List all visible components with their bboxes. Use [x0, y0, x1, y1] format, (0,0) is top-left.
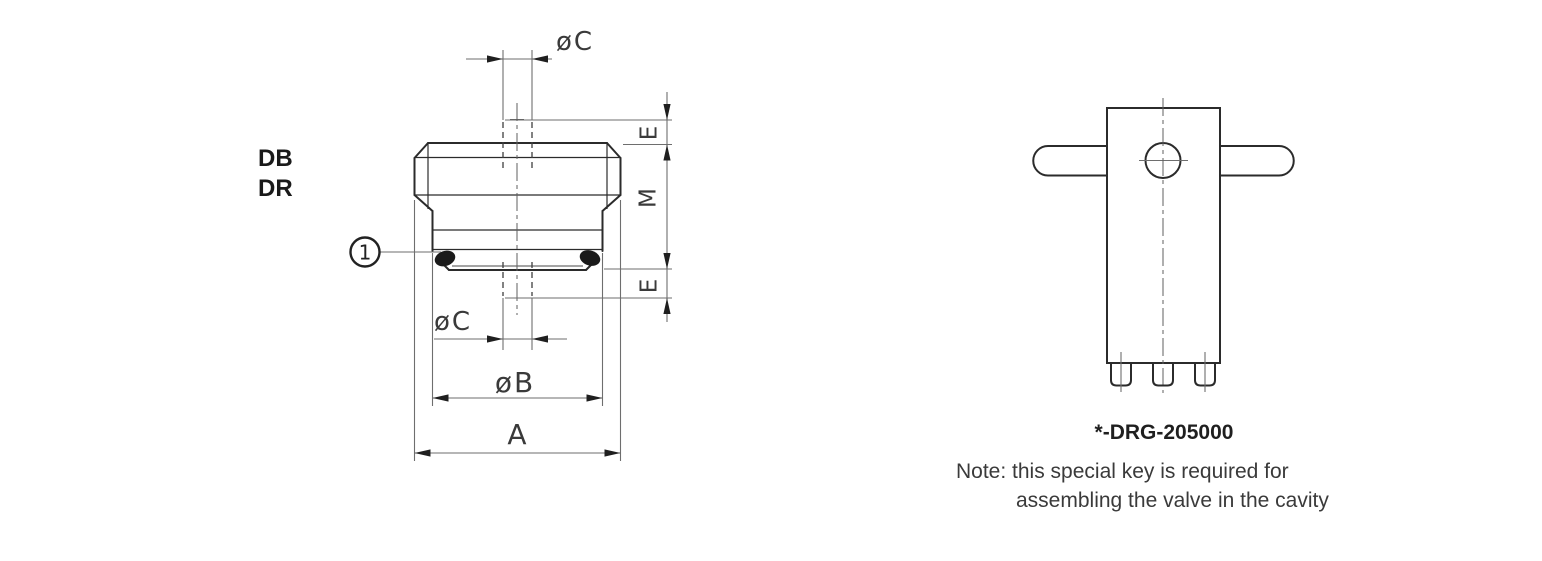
- dim-a: A: [413, 200, 622, 461]
- key-prongs: [1110, 352, 1216, 392]
- dim-label-dia-c-bottom: øC: [434, 307, 472, 337]
- balloon-callout-1: 1: [349, 236, 441, 268]
- dim-e-m-e-chain: E M E: [505, 92, 672, 322]
- dim-label-m: M: [636, 186, 662, 208]
- key-part-number: *-DRG-205000: [1095, 421, 1234, 444]
- o-ring-seal: [434, 250, 601, 267]
- balloon-number: 1: [359, 241, 372, 265]
- dim-label-e-bottom: E: [637, 277, 663, 294]
- valve-plug-drawing: øC E M E: [258, 27, 672, 461]
- valve-centerline: [510, 103, 524, 315]
- key-note-line1: Note: this special key is required for: [956, 460, 1289, 483]
- key-handle-left: [1032, 145, 1108, 177]
- balloon-circle: [349, 236, 381, 268]
- dim-label-dia-c-top: øC: [556, 27, 594, 57]
- dim-dia-b: øB: [431, 253, 604, 406]
- key-note-line2: assembling the valve in the cavity: [1016, 489, 1329, 512]
- hidden-hole-lines: [502, 122, 533, 296]
- dim-dia-c-bottom: øC: [434, 298, 567, 350]
- key-handle-right: [1219, 145, 1295, 177]
- dim-label-dia-b: øB: [495, 366, 535, 399]
- key-note: Note: this special key is required for a…: [956, 460, 1329, 512]
- assembly-key-drawing: *-DRG-205000 Note: this special key is r…: [956, 98, 1329, 512]
- dim-label-a: A: [507, 418, 528, 451]
- dim-label-e-top: E: [637, 124, 663, 141]
- model-label-dr: DR: [258, 175, 293, 202]
- model-labels: DB DR: [258, 145, 293, 202]
- dim-dia-c-top: øC: [466, 27, 594, 120]
- model-label-db: DB: [258, 145, 293, 172]
